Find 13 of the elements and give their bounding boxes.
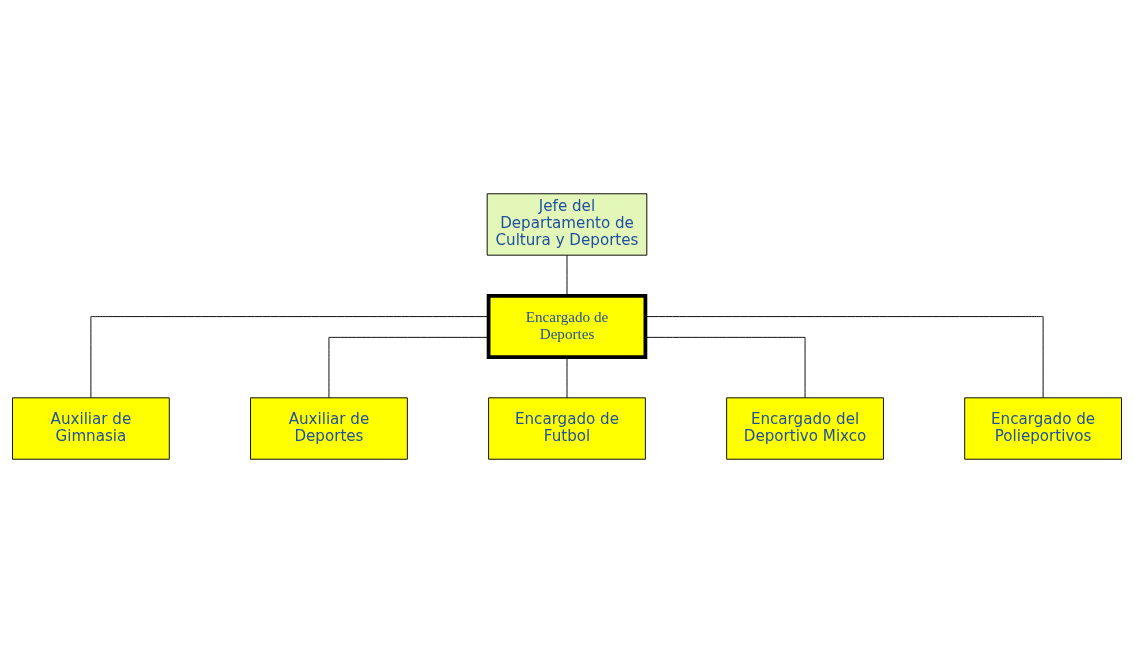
node-box: Jefe del Departamento de Cultura y Deportes — [486, 192, 648, 256]
node-box: Encargado de Futbol — [488, 396, 646, 460]
connector — [90, 315, 489, 398]
connector — [645, 315, 1044, 398]
connector — [566, 356, 568, 398]
node-box: Auxiliar de Gimnasia — [12, 396, 170, 460]
connector — [328, 336, 489, 398]
connector — [645, 336, 806, 398]
connector — [566, 254, 568, 296]
node-box: Auxiliar de Deportes — [250, 396, 408, 460]
node-box: Encargado de Deportes — [486, 293, 648, 359]
node-box: Encargado del Deportivo Mixco — [726, 396, 884, 460]
node-box: Encargado de Polieportivos — [964, 396, 1122, 460]
